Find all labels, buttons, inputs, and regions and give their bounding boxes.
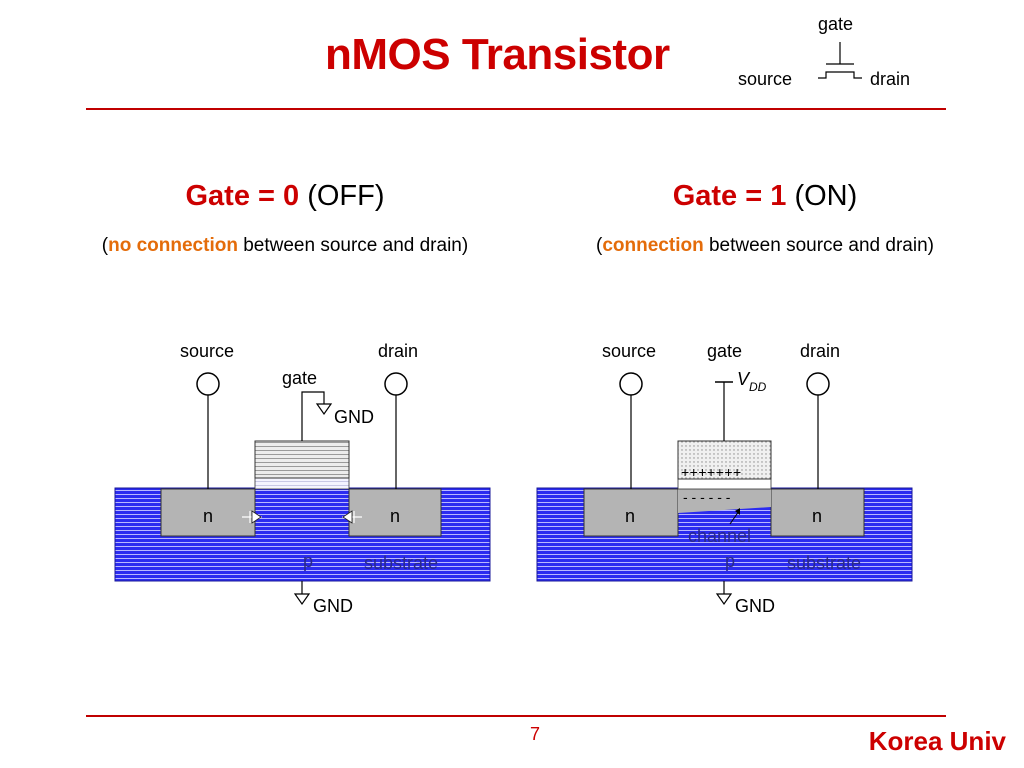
on-vdd-label: V (737, 369, 751, 389)
off-source-label: source (180, 341, 234, 361)
right-sub-rest: between source and drain) (703, 235, 934, 256)
off-transistor-diagram: source drain gate GND n n p substrate GN… (114, 341, 491, 616)
bottom-divider (86, 715, 946, 717)
off-gate-label: gate (282, 368, 317, 388)
on-source-terminal (619, 372, 643, 396)
symbol-drain-label: drain (870, 69, 910, 89)
organization-label: Korea Univ (868, 726, 1006, 756)
on-channel (678, 489, 771, 503)
left-subheading: (no connection between source and drain) (40, 235, 530, 257)
left-sub-rest: between source and drain) (237, 235, 469, 256)
right-heading-prefix: Gate = 1 (672, 180, 787, 212)
left-heading-prefix: Gate = 0 (185, 180, 300, 212)
on-channel-label: channel (688, 526, 751, 546)
off-p-label: p (303, 551, 313, 571)
off-gate-ground-icon (315, 403, 333, 416)
off-body-ground-icon (293, 593, 311, 606)
on-n-drain (770, 488, 865, 537)
off-substrate-label: substrate (364, 553, 438, 573)
on-channel-arrow-icon (735, 508, 740, 515)
off-body-gnd-label: GND (313, 596, 353, 616)
on-gate-label: gate (707, 341, 742, 361)
symbol-gate-label: gate (818, 14, 853, 34)
top-divider (86, 108, 946, 110)
on-drain-label: drain (800, 341, 840, 361)
on-body-gnd-label: GND (735, 596, 775, 616)
symbol-source-label: source (738, 69, 792, 89)
right-heading-state: (ON) (794, 180, 858, 212)
on-n-right-label: n (812, 506, 822, 526)
on-vdd-subscript: DD (749, 380, 767, 394)
page-number: 7 (529, 724, 540, 744)
off-source-terminal (196, 372, 220, 396)
off-gate-gnd-label: GND (334, 407, 374, 427)
on-p-label: p (725, 551, 735, 571)
on-plus-charges: +++++++ (681, 464, 742, 480)
on-source-label: source (602, 341, 656, 361)
on-transistor-diagram: source gate drain VDD +++++++ - - - - - … (536, 341, 913, 616)
off-right-diode-icon (342, 510, 362, 524)
on-drain-terminal (806, 372, 830, 396)
on-body-ground-icon (715, 593, 733, 606)
right-heading: Gate = 1 (ON) (585, 180, 945, 213)
on-substrate-label: substrate (787, 553, 861, 573)
on-minus-charges: - - - - - - (683, 489, 731, 505)
on-n-source (583, 488, 679, 537)
off-drain-terminal (384, 372, 408, 396)
left-sub-keyword: no connection (108, 235, 238, 256)
off-n-left-label: n (203, 506, 213, 526)
svg-text:VDD: VDD (737, 369, 767, 394)
off-n-right-label: n (390, 506, 400, 526)
left-heading: Gate = 0 (OFF) (105, 180, 465, 213)
right-sub-keyword: connection (602, 235, 704, 256)
left-heading-state: (OFF) (307, 180, 385, 212)
right-sub-open: ( (596, 235, 603, 256)
left-sub-open: ( (101, 235, 109, 256)
right-subheading: (connection between source and drain) (530, 235, 1000, 257)
page-title: nMOS Transistor (325, 30, 670, 79)
off-n-drain (348, 488, 442, 537)
off-drain-label: drain (378, 341, 418, 361)
off-gate-poly (254, 440, 350, 479)
on-gate-oxide (677, 478, 772, 490)
off-gate-oxide (254, 477, 350, 490)
off-left-diode-icon (242, 510, 262, 524)
on-n-left-label: n (625, 506, 635, 526)
